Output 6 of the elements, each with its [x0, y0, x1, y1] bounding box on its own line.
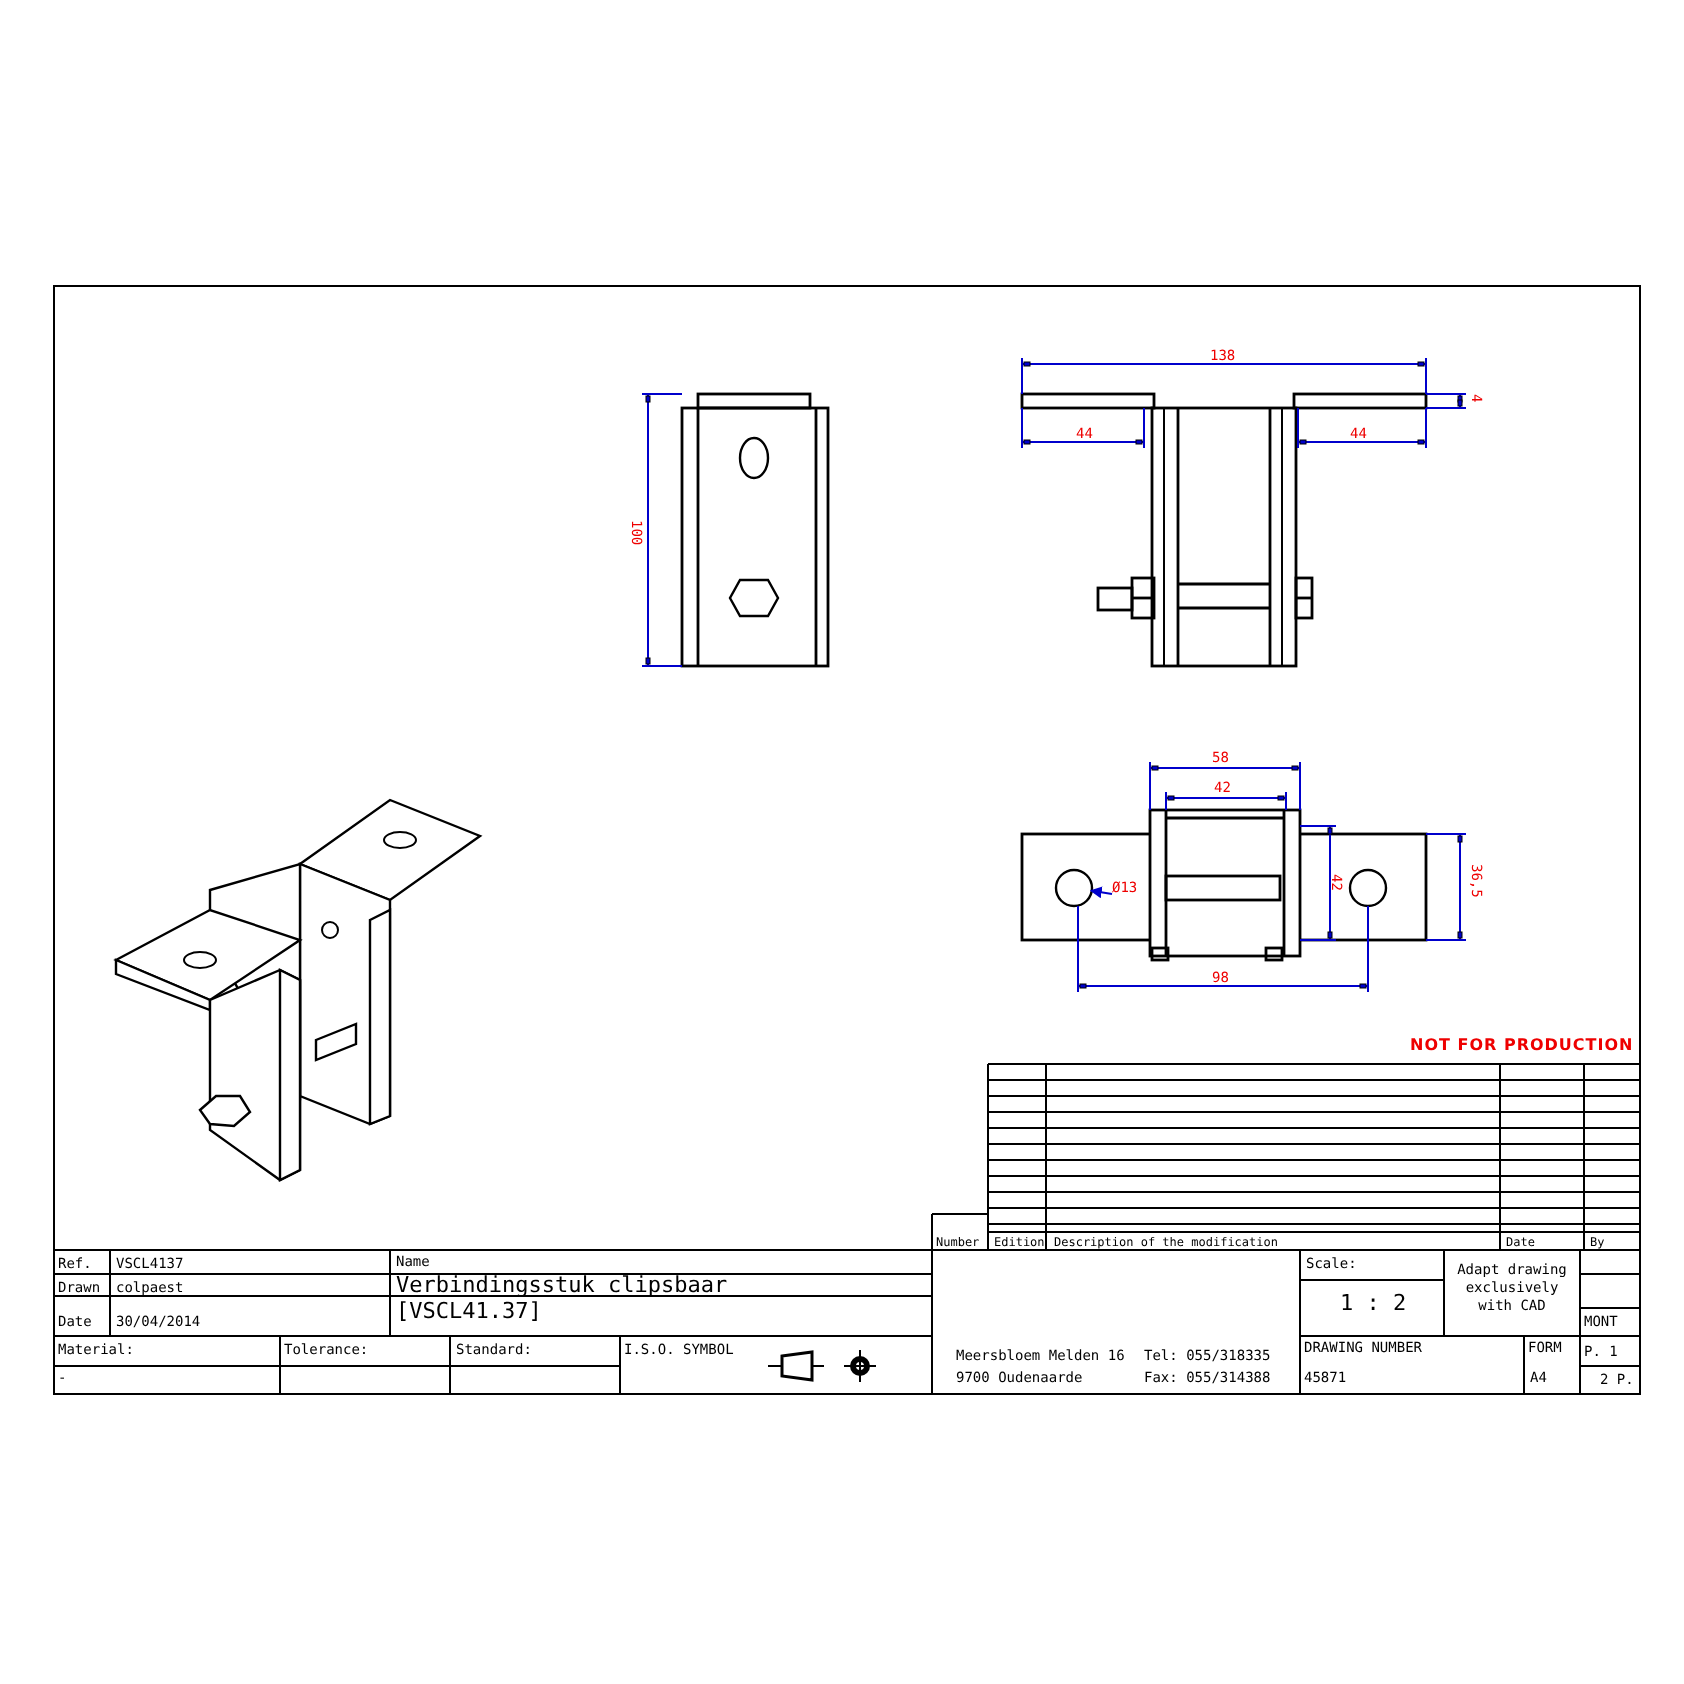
leader-line [1089, 886, 1113, 899]
bolt-hole [1054, 868, 1094, 908]
part-code: [VSCL41.37] [396, 1298, 542, 1324]
scale-value: 1 : 2 [1340, 1290, 1407, 1316]
warning-text: NOT FOR PRODUCTION [1410, 1036, 1634, 1054]
part-name: Verbindingsstuk clipsbaar [396, 1272, 728, 1298]
